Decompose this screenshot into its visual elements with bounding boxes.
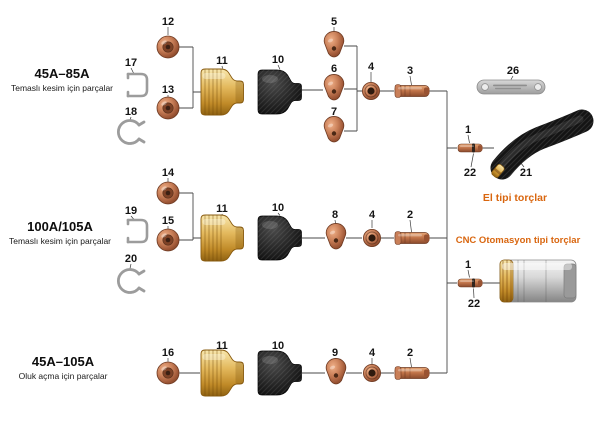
- row2-connectors: [179, 192, 447, 241]
- part-label-16: 16: [162, 347, 174, 359]
- swirl-ring-part-4-row2: [362, 228, 382, 248]
- part-label-11-row2: 11: [216, 203, 228, 215]
- section-title-2: 100A/105A: [27, 219, 93, 234]
- part-label-9: 9: [332, 347, 338, 359]
- part-label-8: 8: [332, 209, 338, 221]
- section-title-3: 45A–105A: [32, 354, 95, 369]
- part-label-14: 14: [162, 167, 175, 179]
- nozzle-part-14: [156, 181, 180, 205]
- swirl-ring-part-4-row3: [362, 363, 382, 383]
- electrode-part-1-cnc: [457, 278, 483, 288]
- part-label-21: 21: [520, 167, 532, 179]
- spring-clip-part-17: [126, 72, 149, 98]
- swirl-ring-part-4: [361, 81, 381, 101]
- cnc-torch-caption: CNC Otomasyon tipi torçlar: [456, 235, 581, 246]
- section-subtitle-2: Temaslı kesim için parçalar: [9, 236, 111, 246]
- wrench-part-26: [476, 79, 546, 95]
- electrode-part-2-row2: [394, 231, 430, 245]
- section-subtitle-1: Temaslı kesim için parçalar: [11, 83, 113, 93]
- nozzle-part-12: [156, 35, 180, 59]
- retaining-cap-part-11-row3: [200, 349, 245, 397]
- shield-cap-part-10: [257, 69, 302, 115]
- part-label-12: 12: [162, 16, 174, 28]
- torch-bus-connector: [446, 91, 500, 373]
- part-label-4-row1: 4: [368, 61, 375, 73]
- part-label-11-row3: 11: [216, 340, 228, 352]
- part-label-3: 3: [407, 65, 413, 77]
- electrode-part-1-hand: [457, 143, 483, 153]
- shield-part-8: [325, 222, 347, 250]
- retaining-cap-part-11-row2: [200, 214, 245, 262]
- retaining-cap-part-11: [200, 68, 245, 116]
- spring-clip-part-20: [116, 268, 146, 294]
- nozzle-part-13: [156, 96, 180, 120]
- part-label-4-row3: 4: [369, 347, 376, 359]
- section-subtitle-3: Oluk açma için parçalar: [19, 371, 108, 381]
- part-label-19: 19: [125, 205, 137, 217]
- spring-clip-part-18: [116, 119, 146, 145]
- part-label-1-hand: 1: [465, 124, 471, 136]
- section-title-1: 45A–85A: [35, 66, 91, 81]
- part-label-26: 26: [507, 65, 519, 77]
- part-label-4-row2: 4: [369, 209, 376, 221]
- nozzle-part-15: [156, 228, 180, 252]
- part-label-1-cnc: 1: [465, 259, 471, 271]
- part-label-18: 18: [125, 106, 137, 118]
- part-label-17: 17: [125, 57, 137, 69]
- part-label-2-row2: 2: [407, 209, 413, 221]
- nozzle-part-16: [156, 361, 180, 385]
- part-label-5: 5: [331, 16, 337, 28]
- shield-cap-part-10-row2: [257, 215, 302, 261]
- shield-part-5: [323, 30, 345, 58]
- part-label-11-row1: 11: [216, 55, 228, 67]
- machine-torch: [499, 259, 577, 303]
- hand-torch: [491, 119, 582, 178]
- part-label-20: 20: [125, 253, 137, 265]
- electrode-part-3: [394, 84, 430, 98]
- part-label-10-row3: 10: [272, 340, 284, 352]
- shield-cap-part-10-row3: [257, 350, 302, 396]
- part-label-10-row2: 10: [272, 202, 284, 214]
- shield-part-9: [325, 357, 347, 385]
- part-label-13: 13: [162, 84, 174, 96]
- part-label-22-hand: 22: [464, 167, 476, 179]
- part-label-10-row1: 10: [272, 54, 284, 66]
- shield-part-7: [323, 115, 345, 143]
- part-label-6: 6: [331, 63, 337, 75]
- part-label-22-cnc: 22: [468, 298, 480, 310]
- row1-leader-lines: [129, 27, 514, 121]
- part-label-2-row3: 2: [407, 347, 413, 359]
- row1-connectors: [179, 45, 447, 132]
- electrode-part-2-row3: [394, 366, 430, 380]
- part-label-7: 7: [331, 106, 337, 118]
- shield-part-6: [323, 73, 345, 101]
- part-label-15: 15: [162, 215, 174, 227]
- hand-torch-caption: El tipi torçlar: [483, 192, 547, 204]
- spring-clip-part-19: [126, 218, 149, 244]
